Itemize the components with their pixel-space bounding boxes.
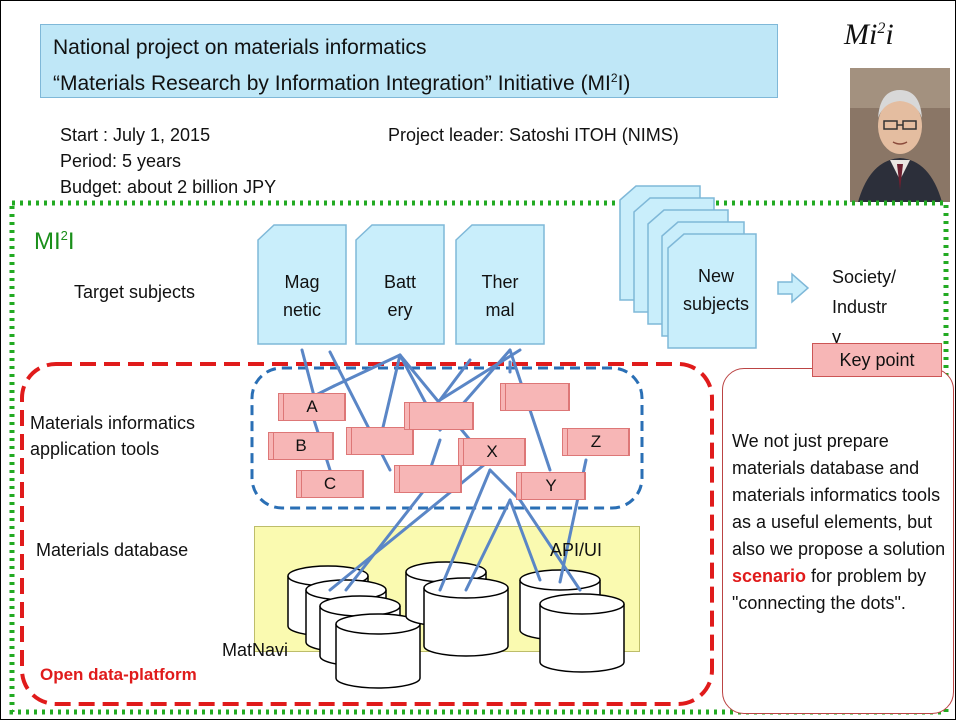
key-point-text: We not just prepare materials database a… bbox=[732, 431, 946, 613]
tool-z: Z bbox=[562, 428, 630, 456]
tool-a: A bbox=[278, 393, 346, 421]
title-line-1: National project on materials informatic… bbox=[53, 36, 427, 59]
mi2i-label: MI2I bbox=[34, 228, 75, 255]
key-point-highlight: scenario bbox=[732, 566, 807, 586]
title-line-2: “Materials Research by Information Integ… bbox=[53, 71, 631, 95]
start-date: Start : July 1, 2015 bbox=[60, 125, 211, 145]
tool-c: C bbox=[296, 470, 364, 498]
arrow-to-society bbox=[777, 272, 810, 304]
mi2i-container bbox=[9, 200, 949, 715]
tool-e bbox=[404, 402, 474, 430]
open-data-platform-label: Open data-platform bbox=[40, 665, 197, 684]
tool-y: Y bbox=[516, 472, 586, 500]
tool-f bbox=[394, 465, 462, 493]
project-leader-photo bbox=[850, 68, 950, 202]
subject-battery-shape bbox=[355, 224, 445, 345]
project-leader: Project leader: Satoshi ITOH (NIMS) bbox=[388, 125, 679, 145]
tool-x: X bbox=[458, 438, 526, 466]
api-ui-label: API/UI bbox=[550, 540, 603, 560]
tool-g bbox=[500, 383, 570, 411]
subject-magnetic-shape bbox=[257, 224, 347, 345]
budget: Budget: about 2 billion JPY bbox=[60, 177, 277, 197]
tool-b: B bbox=[268, 432, 334, 460]
database-cylinders bbox=[287, 561, 625, 689]
key-point-header: Key point bbox=[812, 343, 942, 377]
matnavi-label: MatNavi bbox=[222, 640, 289, 660]
target-subjects-label: Target subjects bbox=[74, 282, 196, 302]
mi2i-logo: Mi2i bbox=[844, 18, 894, 51]
title-box: National project on materials informatic… bbox=[40, 24, 778, 98]
new-subjects-stack bbox=[619, 185, 757, 349]
subject-shapes bbox=[257, 224, 545, 345]
tools-container bbox=[250, 366, 644, 510]
open-data-platform-container bbox=[20, 362, 714, 706]
key-point-box bbox=[722, 368, 954, 714]
database-label: Materials database bbox=[36, 540, 189, 560]
period: Period: 5 years bbox=[60, 151, 182, 171]
subject-thermal-shape bbox=[455, 224, 545, 345]
tool-d bbox=[346, 427, 414, 455]
